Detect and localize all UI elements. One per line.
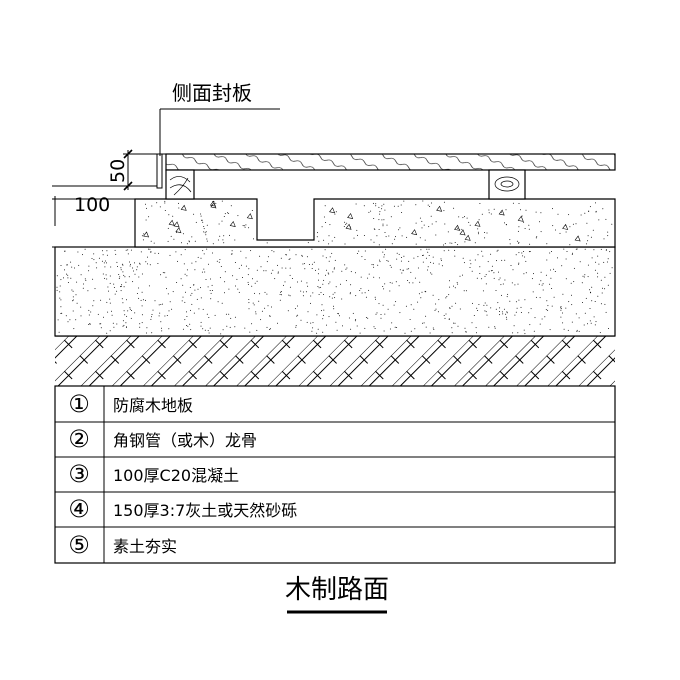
soil-layer — [55, 335, 615, 386]
legend-text: 角钢管（或木）龙骨 — [113, 431, 257, 450]
legend-number: ⑤ — [68, 531, 90, 559]
legend-row: ② 角钢管（或木）龙骨 — [68, 425, 257, 453]
legend-text: 100厚C20混凝土 — [113, 466, 239, 485]
legend-row: ① 防腐木地板 — [68, 390, 193, 418]
legend-number: ② — [68, 425, 90, 453]
legend-text: 防腐木地板 — [113, 396, 193, 415]
legend-row: ④ 150厚3:7灰土或天然砂砾 — [68, 495, 297, 523]
dimension-100 — [52, 196, 135, 248]
legend-number: ① — [68, 390, 90, 418]
joist-right — [488, 169, 526, 200]
side-panel-leader — [159, 108, 280, 156]
legend-table — [54, 385, 616, 564]
legend-text: 素土夯实 — [113, 537, 177, 556]
drawing-title: 木制路面 — [285, 575, 389, 605]
gravel-layer — [54, 246, 616, 337]
dimension-50-label: 50 — [107, 159, 129, 183]
legend-row: ⑤ 素土夯实 — [68, 531, 177, 559]
legend-text: 150厚3:7灰土或天然砂砾 — [113, 501, 297, 520]
deck-board — [165, 153, 616, 171]
legend-number: ③ — [68, 460, 90, 488]
joist-left — [165, 169, 195, 200]
dimension-50 — [52, 149, 157, 191]
dimension-100-label: 100 — [74, 194, 110, 216]
legend-row: ③ 100厚C20混凝土 — [68, 460, 239, 488]
side-panel — [156, 153, 166, 189]
concrete-layer — [134, 198, 616, 248]
legend-number: ④ — [68, 495, 90, 523]
side-panel-label: 侧面封板 — [172, 81, 252, 105]
